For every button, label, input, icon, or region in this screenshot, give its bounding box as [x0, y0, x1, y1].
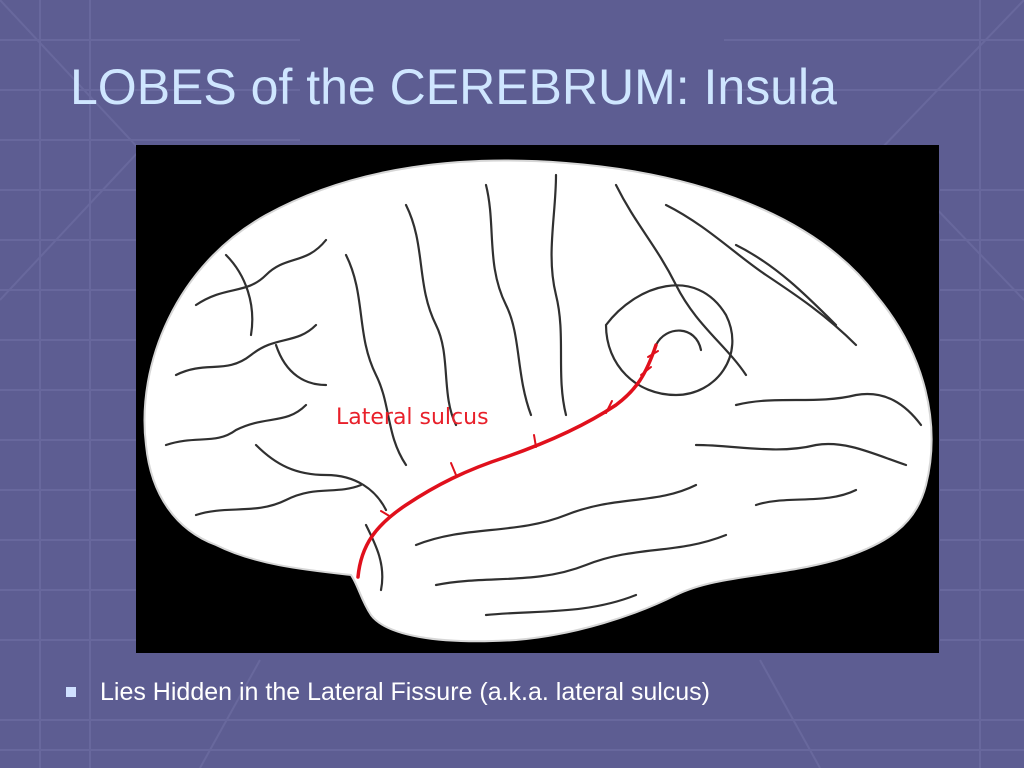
- bullet-item: Lies Hidden in the Lateral Fissure (a.k.…: [66, 674, 1006, 710]
- slide-title: LOBES of the CEREBRUM: Insula: [70, 59, 837, 115]
- square-bullet-icon: [66, 687, 76, 697]
- brain-figure: Lateral sulcus: [136, 145, 939, 653]
- brain-outline: [143, 159, 933, 643]
- brain-illustration: Lateral sulcus: [136, 145, 939, 653]
- bullet-text: Lies Hidden in the Lateral Fissure (a.k.…: [100, 677, 711, 706]
- lateral-sulcus-label: Lateral sulcus: [336, 405, 489, 430]
- lateral-sulcus-line: [356, 343, 658, 579]
